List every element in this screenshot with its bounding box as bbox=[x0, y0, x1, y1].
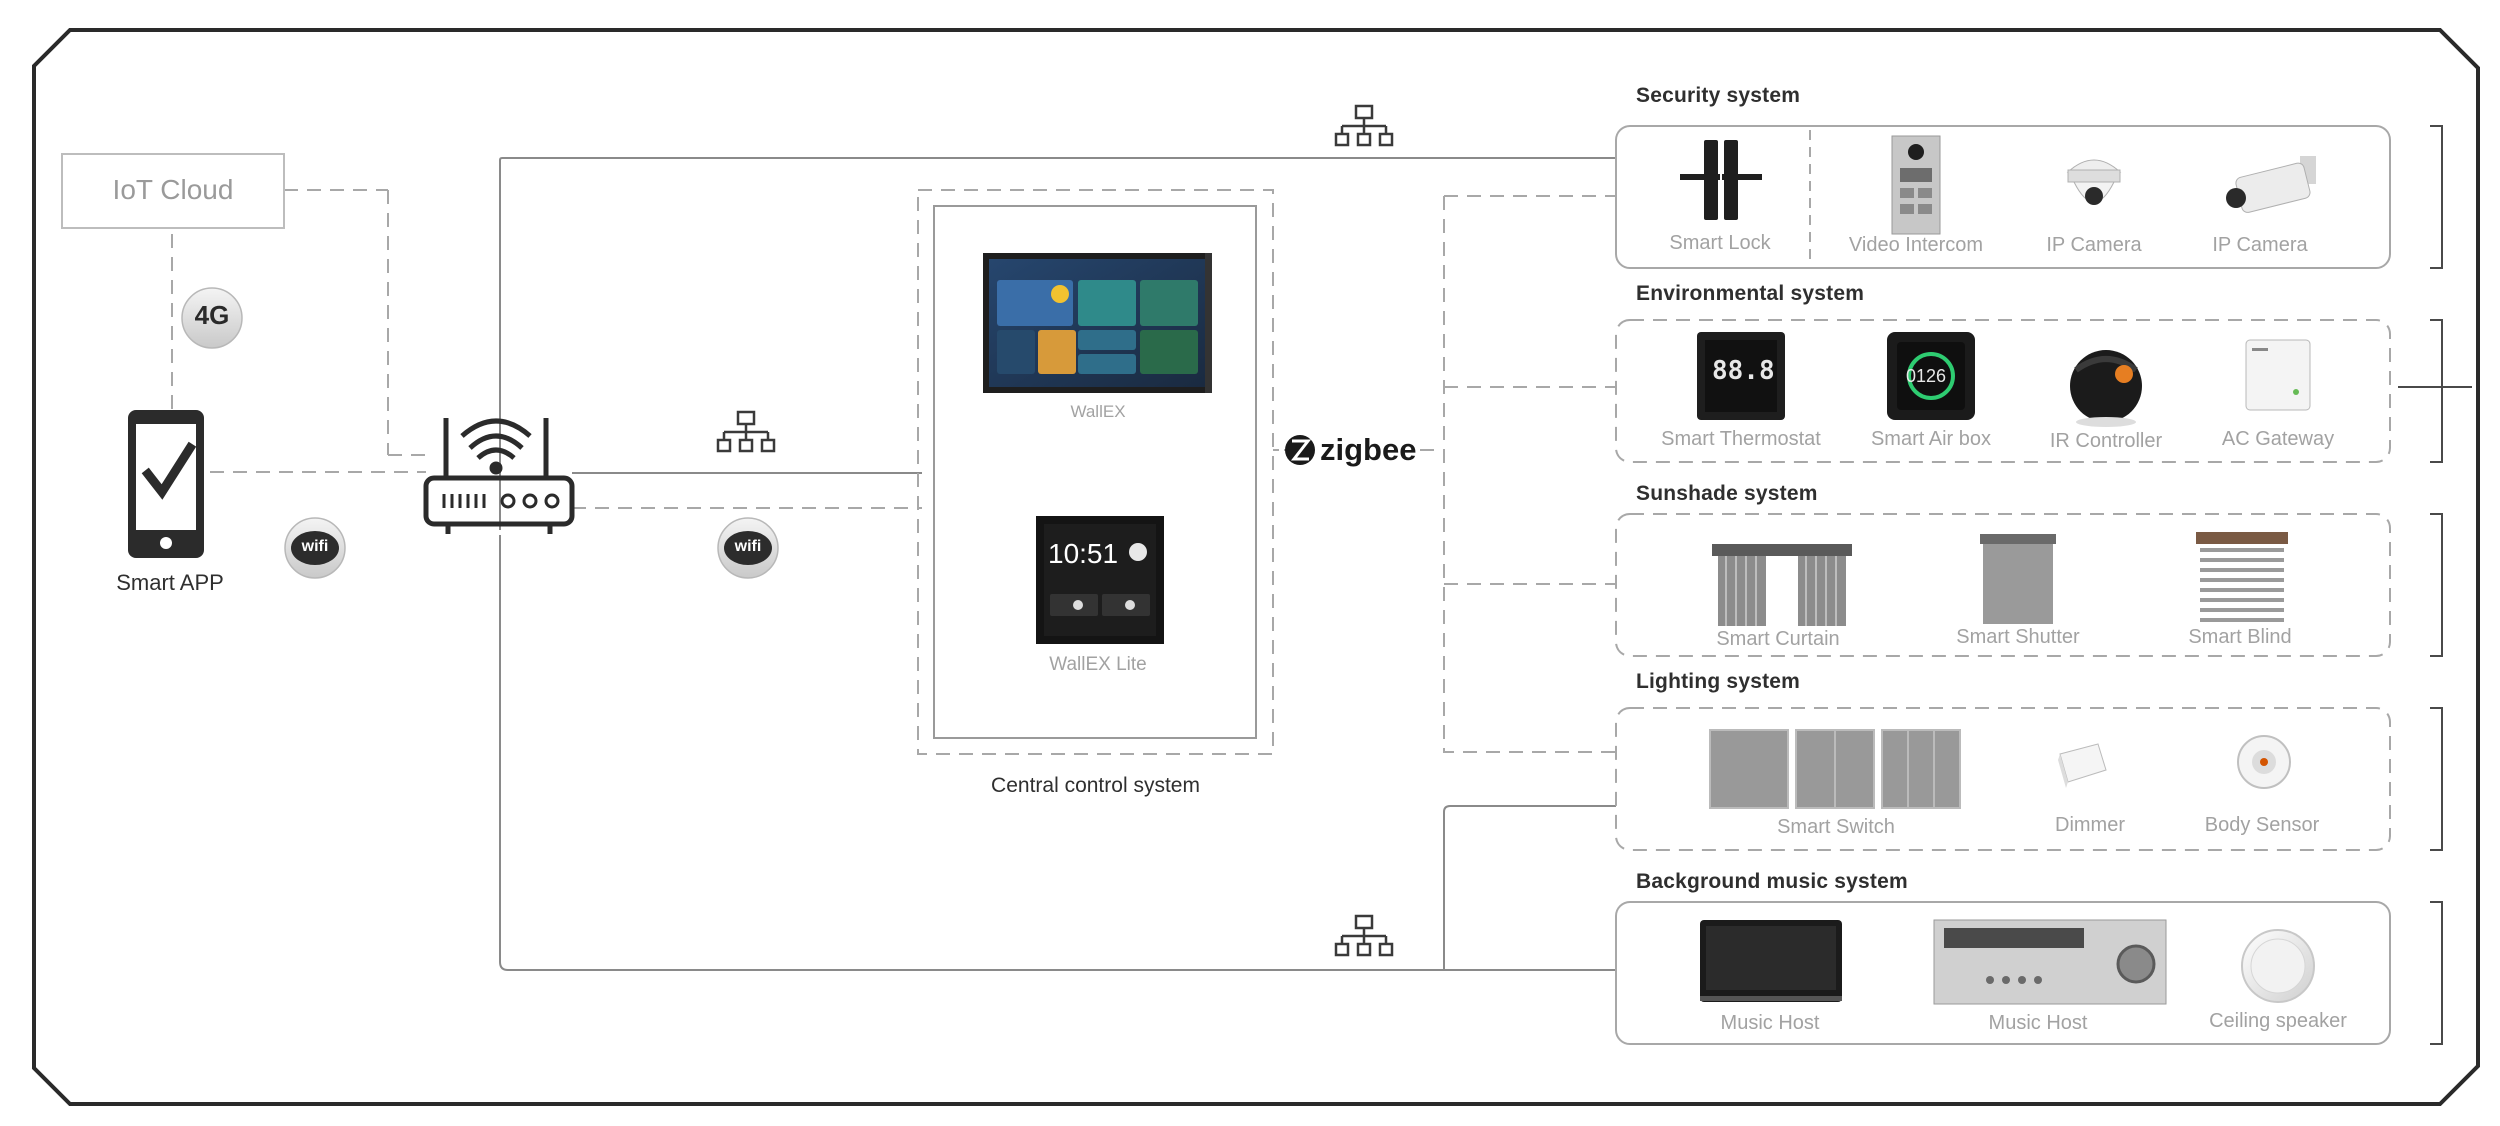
device-label: Smart Switch bbox=[1777, 816, 1895, 838]
smart-app-label: Smart APP bbox=[116, 570, 224, 595]
router-icon bbox=[423, 418, 575, 534]
right-brackets bbox=[2398, 125, 2472, 1045]
smart-switch-icon bbox=[1709, 729, 1961, 809]
dome-camera-icon bbox=[2066, 159, 2122, 205]
wallex-device bbox=[983, 253, 1212, 393]
wireless-lines bbox=[171, 189, 1616, 753]
ethernet-icon bbox=[1334, 104, 1394, 147]
smart-lock-icon bbox=[1680, 140, 1762, 220]
device-label: Smart Lock bbox=[1669, 232, 1771, 254]
device-label: Music Host bbox=[1720, 1012, 1820, 1034]
music-host-screen-icon bbox=[1700, 920, 1842, 1002]
cellular-badge-label: 4G bbox=[194, 300, 230, 330]
device-label: AC Gateway bbox=[2221, 428, 2335, 450]
wifi-badge-label: wifi bbox=[301, 538, 329, 555]
wallex-label: WallEX bbox=[1070, 402, 1126, 421]
wifi-badge-icon bbox=[717, 517, 779, 579]
body-sensor-icon bbox=[2237, 735, 2291, 789]
ceiling-speaker-icon bbox=[2241, 929, 2315, 1003]
video-intercom-icon bbox=[1891, 135, 1941, 235]
wallex-lite-label: WallEX Lite bbox=[1049, 654, 1147, 675]
device-label: Smart Air box bbox=[1870, 428, 1992, 450]
zigbee-logo-icon bbox=[1285, 435, 1315, 465]
air-box-icon bbox=[1887, 332, 1975, 420]
device-label: IP Camera bbox=[2046, 234, 2142, 256]
device-label: Body Sensor bbox=[2204, 814, 2320, 836]
shutter-icon bbox=[1980, 534, 2056, 624]
device-label: Smart Curtain bbox=[1716, 628, 1840, 650]
security-system-title: Security system bbox=[1636, 84, 1801, 107]
ir-controller-icon bbox=[2070, 350, 2142, 427]
wifi-badge-label: wifi bbox=[734, 538, 762, 555]
device-label: Smart Thermostat bbox=[1661, 428, 1821, 450]
ethernet-icon bbox=[716, 410, 776, 453]
wifi-badge-icon bbox=[284, 517, 346, 579]
bullet-camera-icon bbox=[2226, 156, 2316, 213]
music-host-amplifier-icon bbox=[1933, 919, 2167, 1005]
iot-cloud-box bbox=[61, 153, 285, 229]
dimmer-icon bbox=[2058, 743, 2107, 788]
wallex-lite-time: 10:51 bbox=[1048, 538, 1119, 569]
thermostat-icon bbox=[1697, 332, 1785, 420]
ethernet-lines bbox=[499, 157, 1616, 971]
thermostat-reading: 88.8 bbox=[1712, 356, 1775, 386]
wallex-lite-device bbox=[1036, 516, 1164, 644]
device-label: Ceiling speaker bbox=[2209, 1010, 2347, 1032]
device-label: Video Intercom bbox=[1848, 234, 1984, 256]
sunshade-system-title: Sunshade system bbox=[1636, 482, 1818, 505]
device-label: Smart Blind bbox=[2188, 626, 2292, 648]
device-label: IP Camera bbox=[2212, 234, 2308, 256]
music-system-title: Background music system bbox=[1636, 870, 1908, 893]
blind-icon bbox=[2196, 532, 2288, 622]
device-label: Music Host bbox=[1988, 1012, 2088, 1034]
smartphone-icon bbox=[128, 410, 204, 558]
central-control-title: Central control system bbox=[991, 774, 1200, 797]
curtain-icon bbox=[1712, 544, 1852, 626]
zigbee-label: zigbee bbox=[1320, 432, 1417, 467]
environmental-system-title: Environmental system bbox=[1636, 282, 1865, 305]
cellular-badge-icon bbox=[181, 287, 243, 349]
outer-frame bbox=[32, 28, 2480, 1106]
ethernet-icon bbox=[1334, 914, 1394, 957]
system-groups bbox=[1615, 125, 2391, 1045]
device-label: Dimmer bbox=[2055, 814, 2125, 836]
lighting-system-title: Lighting system bbox=[1636, 670, 1801, 693]
device-label: Smart Shutter bbox=[1956, 626, 2080, 648]
iot-cloud-label: IoT Cloud bbox=[112, 174, 234, 205]
device-label: IR Controller bbox=[2049, 430, 2163, 452]
ac-gateway-icon bbox=[2245, 339, 2311, 411]
airbox-reading: 0126 bbox=[1906, 366, 1947, 386]
